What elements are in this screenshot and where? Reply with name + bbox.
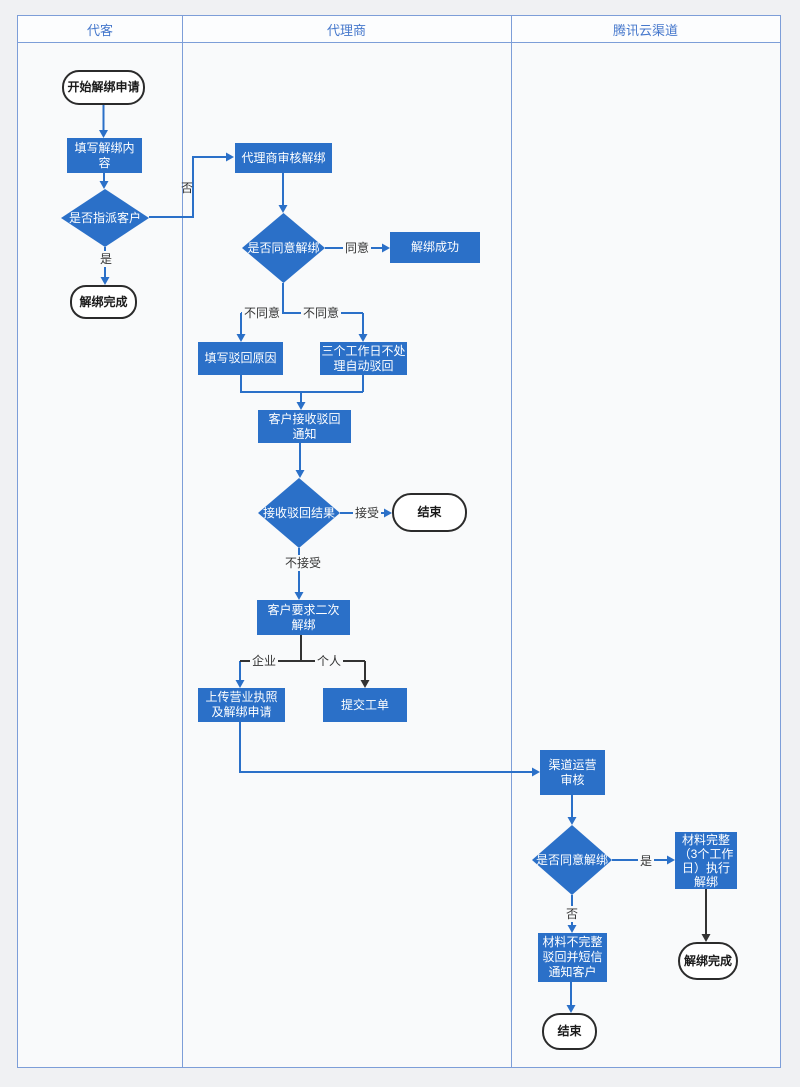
node-materials-complete-execute: 材料完整 （3个工作 日）执行 解绑 — [675, 832, 737, 889]
edge-upload-to-channel-review — [239, 722, 540, 777]
edge-channel-review-to-decision — [567, 795, 577, 825]
edge-label-no-1: 否 — [181, 181, 194, 195]
edge-enterprise-branch — [235, 661, 245, 688]
node-channel-operation-review: 渠道运营 审核 — [540, 750, 605, 795]
edge-label-accept: 接受 — [353, 505, 382, 521]
node-fill-unbind-content: 填写解绑内 容 — [67, 138, 142, 173]
node-unbind-success: 解绑成功 — [390, 232, 480, 263]
edge-start-to-fill — [99, 105, 108, 138]
lane-divider-2 — [511, 16, 512, 1067]
edge-assign-no-to-agent-review — [149, 152, 234, 218]
node-unbind-complete-2: 解绑完成 — [678, 942, 738, 980]
node-unbind-complete-1: 解绑完成 — [70, 285, 137, 319]
edge-label-enterprise: 企业 — [250, 653, 279, 669]
lane-title: 腾讯云渠道 — [612, 22, 678, 38]
node-customer-receive-reject-notice: 客户接收驳回 通知 — [258, 410, 351, 443]
lane-title: 代理商 — [326, 22, 366, 38]
node-fill-reject-reason: 填写驳回原因 — [198, 342, 283, 375]
node-materials-incomplete-reject: 材料不完整 驳回并短信 通知客户 — [538, 933, 607, 982]
edge-label-disagree-right: 不同意 — [301, 305, 342, 321]
node-end-1: 结束 — [392, 493, 467, 532]
node-submit-ticket: 提交工单 — [323, 688, 407, 722]
edge-notice-to-result-decision — [295, 443, 305, 478]
edge-complete-to-done — [701, 889, 711, 942]
edge-label-agree: 同意 — [343, 240, 372, 256]
edge-merge-to-notice — [240, 375, 364, 410]
lane-header-tencent-channel: 腾讯云渠道 — [511, 16, 780, 43]
lane-title: 代客 — [86, 22, 113, 38]
node-start-unbind-request: 开始解绑申请 — [62, 70, 145, 105]
edge-label-yes-1: 是 — [98, 251, 115, 267]
node-customer-second-unbind: 客户要求二次 解绑 — [257, 600, 350, 635]
lane-header-customer: 代客 — [18, 16, 182, 43]
edge-label-no-2: 否 — [564, 906, 581, 922]
lane-divider-1 — [182, 16, 183, 1067]
node-end-2: 结束 — [542, 1013, 597, 1050]
edge-label-not-accept: 不接受 — [283, 555, 324, 571]
edge-incomplete-to-end — [566, 982, 576, 1013]
node-auto-reject-3-days: 三个工作日不处 理自动驳回 — [320, 342, 407, 375]
node-upload-business-license: 上传营业执照 及解绑申请 — [198, 688, 285, 722]
edge-label-personal: 个人 — [315, 653, 344, 669]
edge-fill-to-assign-decision — [99, 173, 109, 189]
edge-label-yes-2: 是 — [638, 853, 655, 869]
edge-label-disagree-left: 不同意 — [242, 305, 283, 321]
swimlane-table: 代客 代理商 腾讯云渠道 — [17, 15, 781, 1068]
edge-agent-review-to-agree-decision — [278, 173, 288, 213]
lane-header-agent: 代理商 — [182, 16, 511, 43]
node-agent-review-unbind: 代理商审核解绑 — [235, 143, 332, 173]
edge-second-unbind-split — [240, 635, 370, 688]
